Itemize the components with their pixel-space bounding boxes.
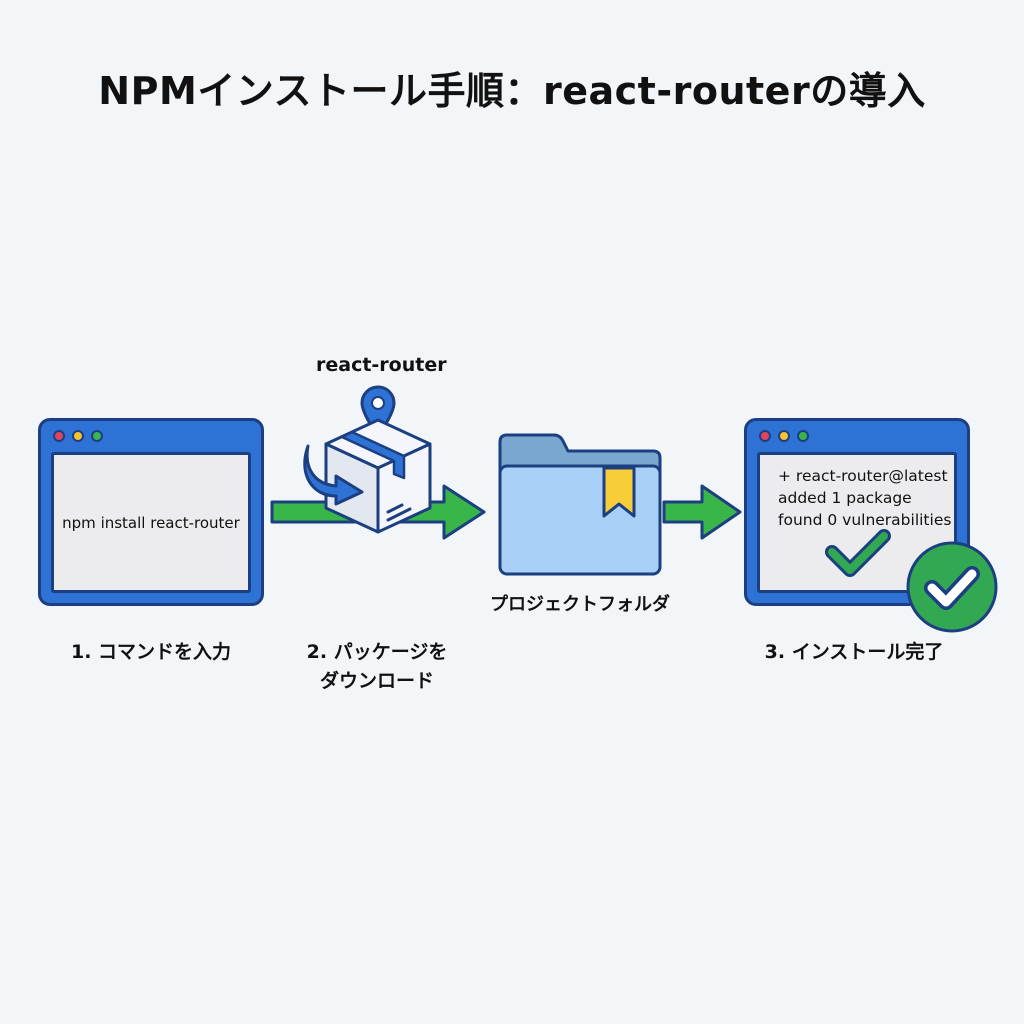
package-box-icon <box>324 418 432 534</box>
minimize-dot-icon <box>778 430 790 442</box>
success-badge-icon <box>906 541 998 633</box>
output-line: added 1 package <box>778 489 912 507</box>
folder-label: プロジェクトフォルダ <box>490 594 670 615</box>
maximize-dot-icon <box>797 430 809 442</box>
close-dot-icon <box>759 430 771 442</box>
step2-label-line2: ダウンロード <box>319 670 434 692</box>
output-line: + react-router@latest <box>778 467 948 485</box>
checkmark-icon <box>825 529 891 577</box>
step2-label-line1: 2. パッケージを <box>306 641 448 663</box>
output-line: found 0 vulnerabilities <box>778 511 952 529</box>
window-dots-icon <box>53 430 103 442</box>
folder-icon <box>498 433 662 576</box>
step2-label: 2. パッケージを ダウンロード <box>272 638 482 696</box>
minimize-dot-icon <box>72 430 84 442</box>
install-command: npm install react-router <box>62 513 240 532</box>
install-output: + react-router@latest added 1 package fo… <box>778 465 951 531</box>
bookmark-icon <box>602 466 636 518</box>
package-name: react-router <box>316 354 447 376</box>
download-arrow-icon <box>303 444 364 506</box>
terminal-window-command: npm install react-router <box>38 418 264 606</box>
terminal-window-result: + react-router@latest added 1 package fo… <box>744 418 970 606</box>
terminal-body: npm install react-router <box>51 452 251 593</box>
flow-arrow-2 <box>662 484 742 540</box>
maximize-dot-icon <box>91 430 103 442</box>
close-dot-icon <box>53 430 65 442</box>
step3-label: 3. インストール完了 <box>764 641 944 663</box>
window-dots-icon <box>759 430 809 442</box>
page-title: NPMインストール手順：react-routerの導入 <box>98 69 926 113</box>
step1-label: 1. コマンドを入力 <box>70 641 232 663</box>
location-pin-icon <box>360 385 396 438</box>
